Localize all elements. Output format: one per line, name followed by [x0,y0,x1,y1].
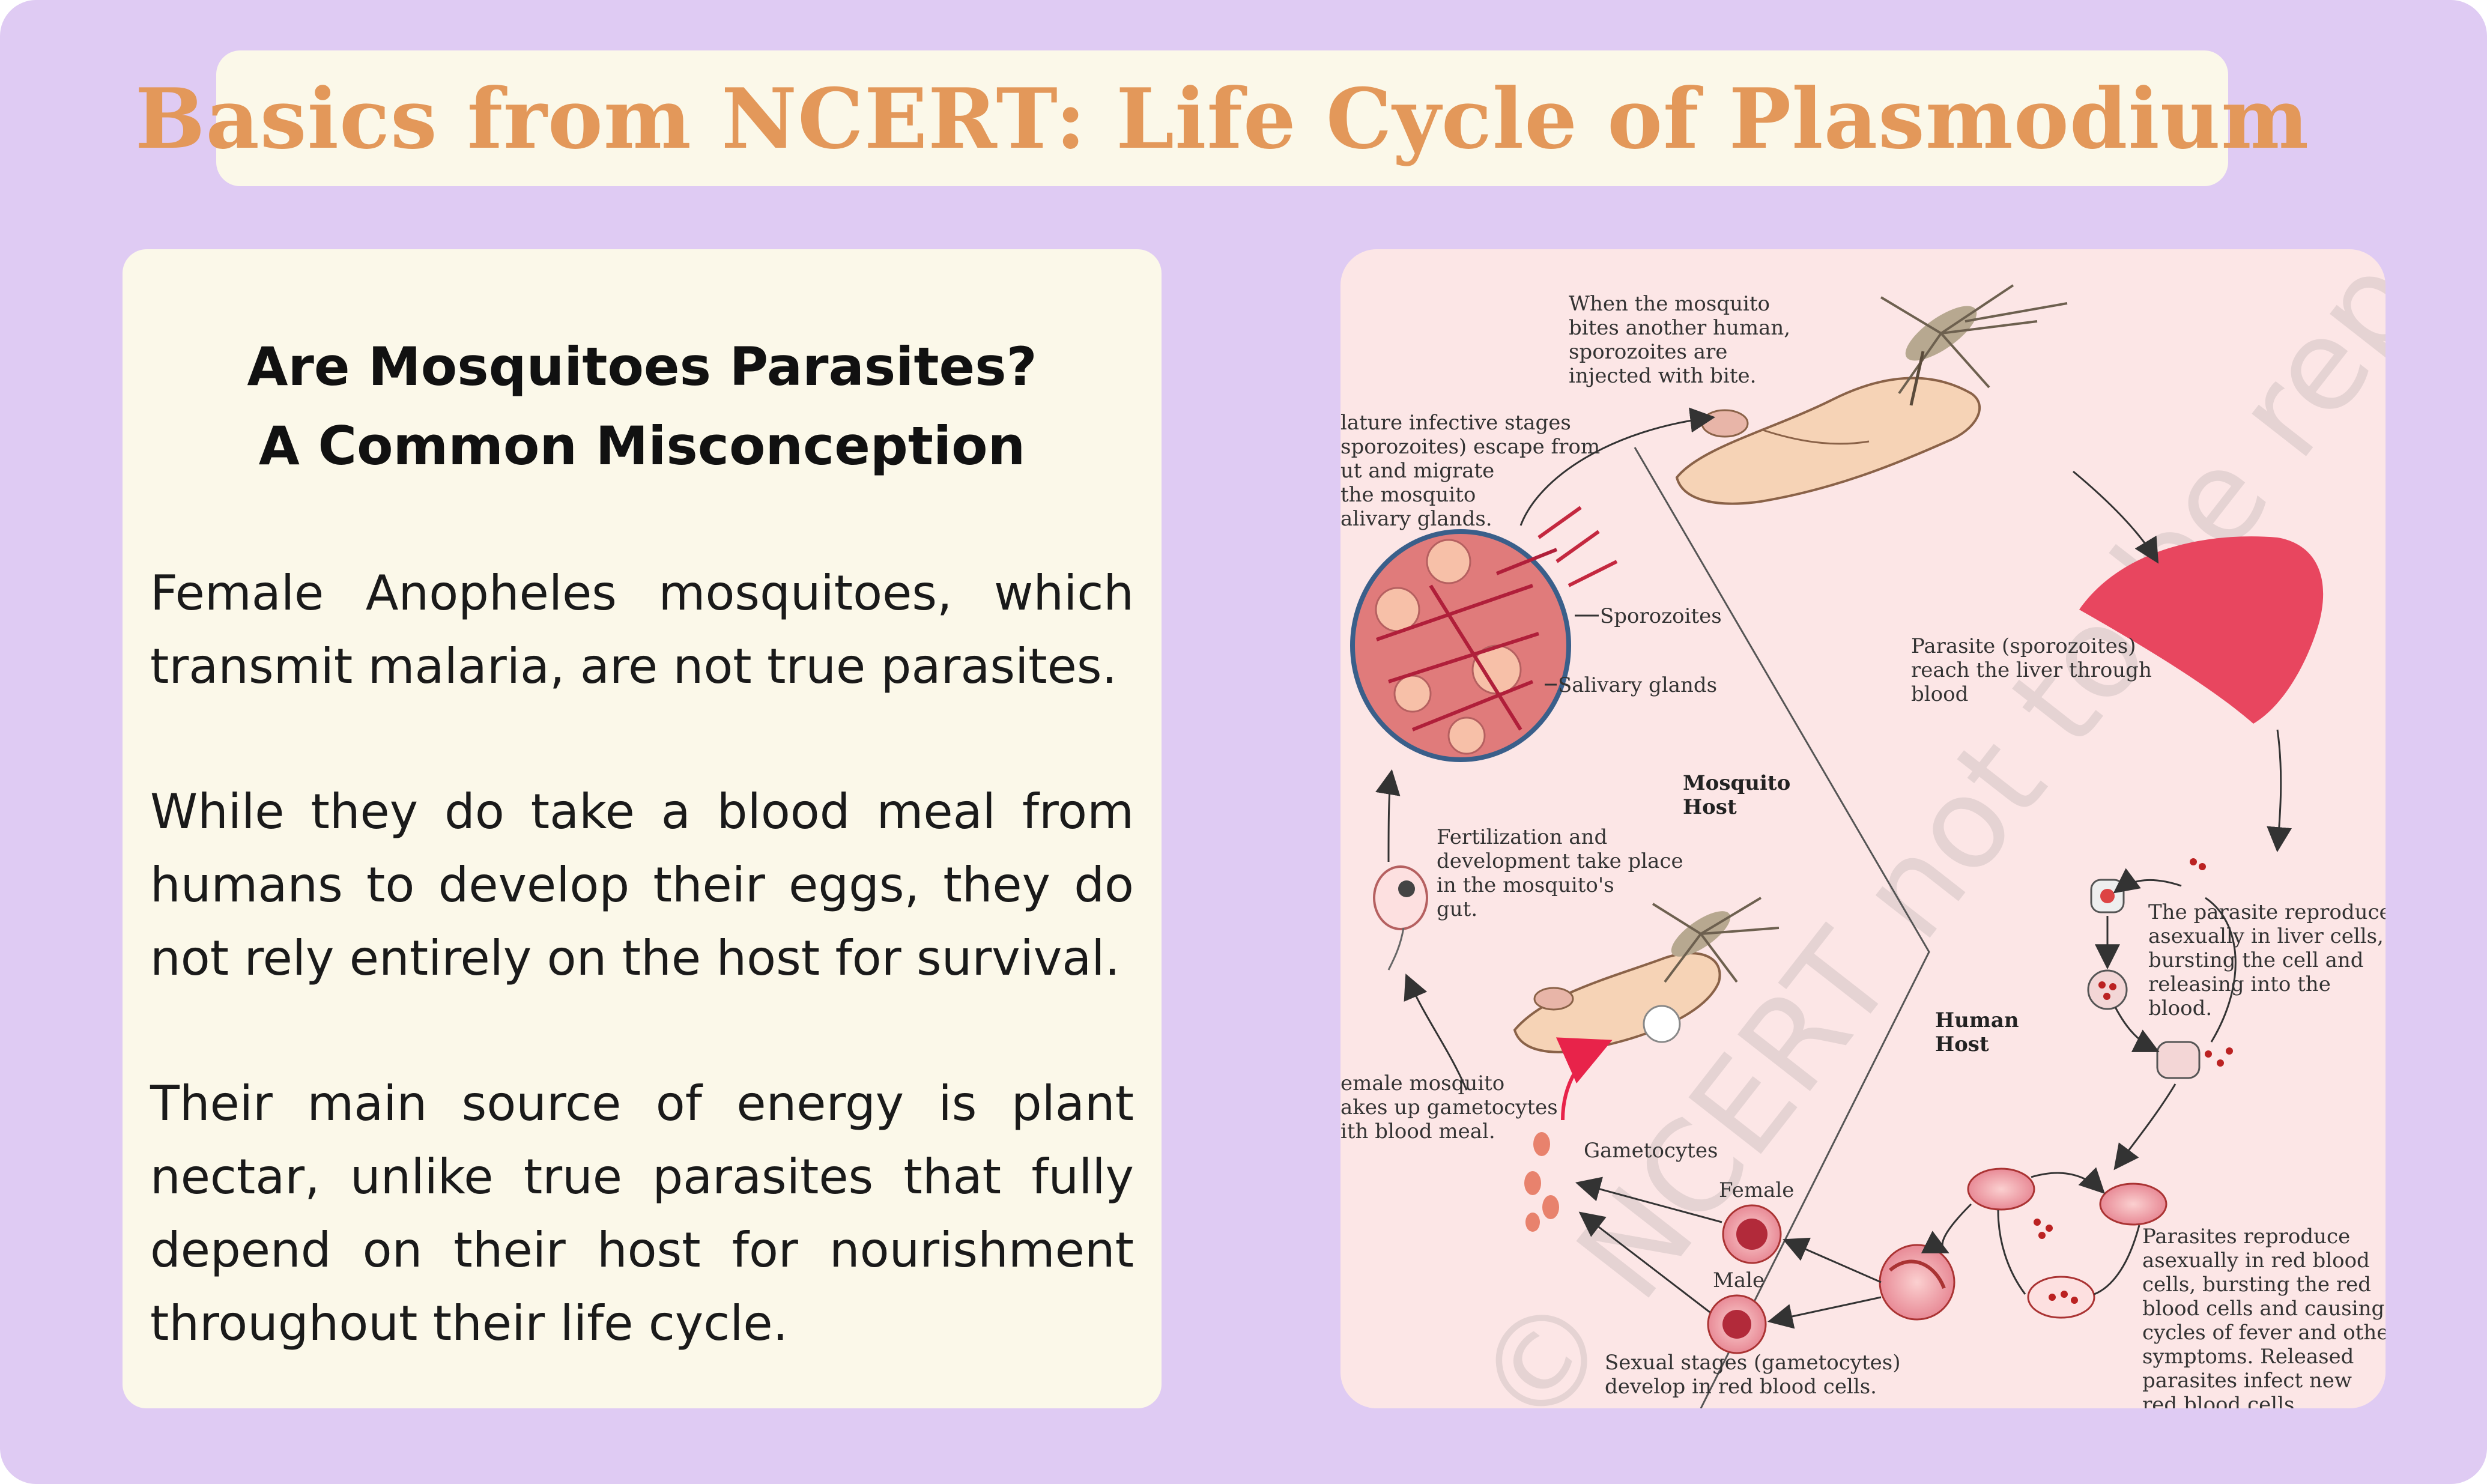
svg-text:emale mosquito: emale mosquito [1340,1071,1504,1095]
mature-stages-label: lature infective stages sporozoites) esc… [1340,411,1600,531]
rbc-reproduction-label: Parasites reproduce asexually in red blo… [2142,1225,2386,1408]
human-host-label: Human Host [1935,1008,2019,1056]
svg-text:akes up gametocytes: akes up gametocytes [1340,1095,1558,1119]
mosquito-host-label: Mosquito Host [1683,771,1790,819]
svg-text:the mosquito: the mosquito [1340,483,1476,507]
title-banner: Basics from NCERT: Life Cycle of Plasmod… [135,50,2309,186]
svg-text:develop in red blood cells.: develop in red blood cells. [1605,1375,1877,1399]
svg-text:Human: Human [1935,1008,2019,1032]
svg-text:development take place: development take place [1437,849,1683,873]
svg-text:alivary glands.: alivary glands. [1340,507,1492,531]
plasmodium-lifecycle-diagram: © NCERT not to be republished When the m… [1340,249,2386,1408]
liver-reproduction-label: The parasite reproduce asexually in live… [2148,900,2386,1020]
svg-text:sporozoites) escape from: sporozoites) escape from [1340,435,1600,459]
svg-text:ut and migrate: ut and migrate [1340,459,1494,483]
svg-text:The parasite reproduce: The parasite reproduce [2148,900,2386,924]
cycle-arrows [1375,407,2292,1329]
mosquito-icon [1880,284,2068,406]
mosquito-icon [1652,897,1780,983]
svg-text:blood.: blood. [2148,996,2212,1020]
misconception-card: Are Mosquitoes Parasites? A Common Misco… [123,249,1162,1408]
bite-label: When the mosquito bites another human, s… [1569,292,1790,388]
host-divider [1634,447,1930,1408]
rbc-cycle-cells [1967,1168,2167,1319]
liver-cell-stages [2087,858,2233,1079]
liver-illustration [2079,536,2324,724]
svg-text:gut.: gut. [1437,897,1477,921]
plasmodium-diagram-card: © NCERT not to be republished When the m… [1340,249,2386,1408]
svg-text:bites another human,: bites another human, [1569,316,1790,340]
salivary-gland-illustration [1350,506,1618,762]
female-label: Female [1719,1178,1794,1202]
blood-meal-arrow [1556,1037,1613,1121]
female-gametocyte [1722,1204,1782,1264]
svg-text:Parasites reproduce: Parasites reproduce [2142,1225,2350,1249]
liver-label: Parasite (sporozoites) reach the liver t… [1911,634,2152,706]
card-heading-line1: Are Mosquitoes Parasites? [247,336,1037,398]
svg-text:asexually in liver cells,: asexually in liver cells, [2148,924,2384,948]
gametocytes-illustration [1524,1132,1559,1232]
paragraph-3: Their main source of energy is plant nec… [150,1076,1134,1351]
svg-text:reach the liver through: reach the liver through [1911,658,2152,682]
svg-text:injected with bite.: injected with bite. [1569,364,1756,388]
sporozoites-label: Sporozoites [1600,604,1722,628]
sexual-stages-label: Sexual stages (gametocytes) develop in r… [1605,1351,1901,1399]
female-mosquito-label: emale mosquito akes up gametocytes ith b… [1340,1071,1558,1143]
gametocytes-label: Gametocytes [1584,1139,1718,1163]
svg-text:When the mosquito: When the mosquito [1569,292,1770,316]
svg-text:Parasite (sporozoites): Parasite (sporozoites) [1911,634,2136,658]
card-heading-line2: A Common Misconception [258,415,1026,477]
svg-text:releasing into the: releasing into the [2148,972,2331,996]
svg-text:Fertilization and: Fertilization and [1437,825,1607,849]
svg-text:in the mosquito's: in the mosquito's [1437,873,1614,897]
svg-text:red blood cells.: red blood cells. [2142,1393,2301,1408]
svg-text:cells, bursting the red: cells, bursting the red [2142,1273,2371,1297]
svg-text:blood: blood [1911,682,1968,706]
svg-text:cycles of fever and othe: cycles of fever and othe [2142,1321,2386,1345]
svg-text:parasites infect new: parasites infect new [2142,1369,2352,1393]
infected-rbc [1879,1244,1955,1321]
svg-text:blood cells and causing: blood cells and causing [2142,1297,2384,1321]
svg-text:symptoms. Released: symptoms. Released [2142,1345,2354,1369]
paragraph-2: While they do take a blood meal from hum… [150,784,1134,986]
svg-text:Host: Host [1683,795,1737,819]
svg-text:ith blood meal.: ith blood meal. [1340,1119,1495,1143]
card-heading: Are Mosquitoes Parasites? A Common Misco… [150,327,1134,486]
zygote-illustration [1373,865,1428,971]
mosquito-bite-illustration [1675,284,2068,505]
svg-text:bursting the cell and: bursting the cell and [2148,948,2364,972]
svg-text:sporozoites are: sporozoites are [1569,340,1727,364]
paragraph-1: Female Anopheles mosquitoes, which trans… [150,565,1134,694]
svg-text:Mosquito: Mosquito [1683,771,1790,795]
page-title: Basics from NCERT: Life Cycle of Plasmod… [135,69,2310,168]
svg-text:Sexual stages (gametocytes): Sexual stages (gametocytes) [1605,1351,1901,1375]
svg-text:Host: Host [1935,1032,1989,1056]
svg-text:lature infective stages: lature infective stages [1340,411,1571,435]
svg-text:asexually in red blood: asexually in red blood [2142,1249,2370,1273]
male-gametocyte [1707,1294,1767,1354]
salivary-glands-label: Salivary glands [1558,673,1717,697]
male-label: Male [1713,1268,1765,1292]
fertilization-label: Fertilization and development take place… [1437,825,1683,921]
